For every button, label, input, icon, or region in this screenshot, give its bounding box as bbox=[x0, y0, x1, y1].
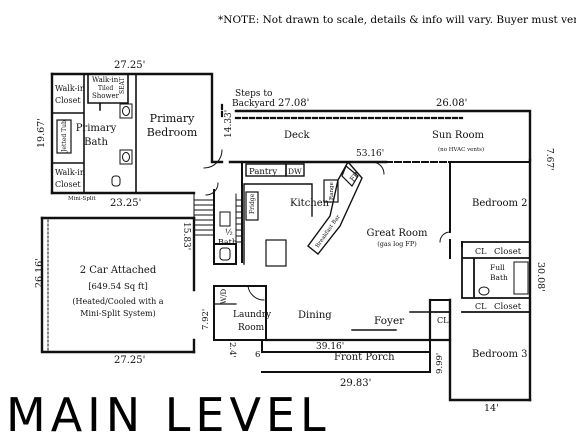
breakfast-bar bbox=[307, 160, 363, 255]
bath-sink-fixture bbox=[478, 286, 490, 296]
dim-9-99: 9.99' bbox=[435, 353, 445, 374]
wall-laundry bbox=[213, 285, 267, 341]
dim-30-08: 30.08' bbox=[535, 262, 546, 292]
kitchen-counter bbox=[243, 183, 313, 265]
fridge-box bbox=[245, 191, 259, 221]
label-great-room: Great Room bbox=[367, 228, 428, 239]
dim-7-67: 7.67' bbox=[544, 148, 554, 171]
label-shower-3: Shower bbox=[92, 92, 120, 100]
label-walkin-closet-top: Walk-in bbox=[55, 84, 85, 93]
label-fp: FP bbox=[348, 171, 360, 184]
dim-23-25: 23.25' bbox=[110, 198, 141, 209]
label-full-bath-2: Bath bbox=[490, 273, 508, 282]
label-half-bath-2: Bath bbox=[218, 238, 237, 247]
dim-39-16: 39.16' bbox=[316, 342, 344, 352]
label-deck: Deck bbox=[284, 130, 311, 141]
label-laundry: Laundry bbox=[233, 310, 272, 320]
level-title: MAIN LEVEL bbox=[6, 388, 331, 442]
label-kitchen: Kitchen bbox=[290, 198, 330, 209]
bath-tub-fixture bbox=[513, 261, 529, 295]
label-range: Range bbox=[329, 182, 335, 200]
sink-fixture-2 bbox=[119, 149, 133, 165]
kitchen-sink-box bbox=[265, 239, 287, 267]
dim-7-92: 7.92' bbox=[201, 309, 211, 330]
wall-front bbox=[264, 298, 452, 342]
dim-26-16: 26.16' bbox=[34, 258, 45, 288]
label-steps: Steps to bbox=[235, 89, 272, 99]
label-half-bath: ½ bbox=[225, 228, 233, 237]
label-sun-room: Sun Room bbox=[432, 130, 484, 141]
label-steps-2: Backyard bbox=[232, 99, 275, 109]
label-garage-2: [649.54 Sq ft] bbox=[88, 282, 148, 292]
label-sun-room-sub: (no HVAC vents) bbox=[438, 146, 484, 153]
label-fridge: Fridge bbox=[249, 193, 256, 214]
label-shower-2: Tiled bbox=[98, 85, 113, 92]
label-mini-split: Mini-Split bbox=[68, 196, 96, 202]
label-closet-bottom: Closet bbox=[494, 302, 522, 312]
label-walkin-closet-bottom-2: Closet bbox=[55, 180, 81, 189]
dim-27-25-top: 27.25' bbox=[114, 60, 145, 71]
label-primary-bedroom-2: Bedroom bbox=[147, 126, 198, 139]
label-garage-4: Mini-Split System) bbox=[80, 309, 155, 318]
label-foyer: Foyer bbox=[374, 315, 405, 327]
dim-53-16: 53.16' bbox=[356, 149, 384, 159]
dim-19-67: 19.67' bbox=[36, 118, 47, 148]
wall-foyer-closet bbox=[429, 299, 451, 331]
half-bath-sink bbox=[219, 211, 231, 227]
floor-plan: Steps to Backyard Primary Bedroom Primar… bbox=[34, 60, 554, 414]
label-full-bath: Full bbox=[490, 263, 505, 272]
dim-29-83: 29.83' bbox=[340, 378, 371, 389]
stairs-right bbox=[235, 193, 243, 261]
label-walkin-closet-bottom: Walk-in bbox=[55, 168, 85, 177]
dim-27-25-bottom: 27.25' bbox=[114, 355, 145, 366]
dim-14-33: 14.33' bbox=[224, 110, 234, 138]
wall-closets-bath bbox=[461, 241, 531, 313]
label-great-room-sub: (gas log FP) bbox=[377, 240, 417, 248]
sink-fixture bbox=[119, 103, 133, 119]
dim-27-08: 27.08' bbox=[278, 98, 309, 109]
label-primary-bath-2: Bath bbox=[84, 137, 108, 148]
wall-primary-bath-interior bbox=[51, 73, 137, 194]
fireplace-box bbox=[341, 165, 359, 187]
front-porch-outline bbox=[261, 339, 431, 373]
label-jetted-tub: Jetted Tub bbox=[61, 120, 68, 153]
label-front-porch: Front Porch bbox=[334, 352, 395, 363]
label-walkin-closet-top-2: Closet bbox=[55, 96, 81, 105]
label-wd: W/D bbox=[220, 288, 228, 304]
label-garage-3: (Heated/Cooled with a bbox=[72, 297, 163, 306]
label-cl-foyer: CL bbox=[437, 316, 449, 325]
label-dining: Dining bbox=[298, 310, 332, 321]
dim-26-08: 26.08' bbox=[436, 98, 467, 109]
deck-rail bbox=[220, 103, 464, 120]
label-cl-top: CL bbox=[475, 247, 487, 256]
label-bedroom2: Bedroom 2 bbox=[472, 198, 528, 209]
dim-2-4: 2.4' bbox=[227, 342, 237, 358]
label-seat: SEAT bbox=[119, 78, 126, 95]
jetted-tub-fixture bbox=[56, 119, 72, 154]
label-laundry-2: Room bbox=[238, 323, 265, 333]
dim-15-83: 15.83' bbox=[181, 222, 191, 250]
wall-half-bath bbox=[213, 189, 237, 265]
label-closet-top: Closet bbox=[494, 247, 522, 257]
toilet-fixture bbox=[111, 175, 121, 187]
dim-14: 14' bbox=[484, 403, 499, 414]
label-dw: DW bbox=[288, 167, 302, 176]
stairs-left bbox=[193, 192, 215, 241]
label-primary-bedroom: Primary bbox=[150, 112, 195, 125]
label-cl-bottom: CL bbox=[475, 302, 487, 311]
label-garage: 2 Car Attached bbox=[80, 265, 157, 276]
label-pantry: Pantry bbox=[249, 167, 277, 177]
wall-rear-top bbox=[234, 109, 532, 162]
label-primary-bath: Primary bbox=[76, 123, 117, 134]
label-bedroom3: Bedroom 3 bbox=[472, 349, 528, 360]
wall-bedroom3 bbox=[448, 298, 532, 402]
disclaimer-note: *NOTE: Not drawn to scale, details & inf… bbox=[218, 14, 576, 26]
range-box bbox=[323, 179, 339, 203]
half-bath-toilet bbox=[219, 247, 231, 261]
label-shower: Walk-in bbox=[92, 76, 119, 84]
dishwasher-box bbox=[285, 163, 305, 177]
dim-6: 6' bbox=[255, 350, 263, 360]
wall-garage-outer bbox=[40, 216, 196, 354]
